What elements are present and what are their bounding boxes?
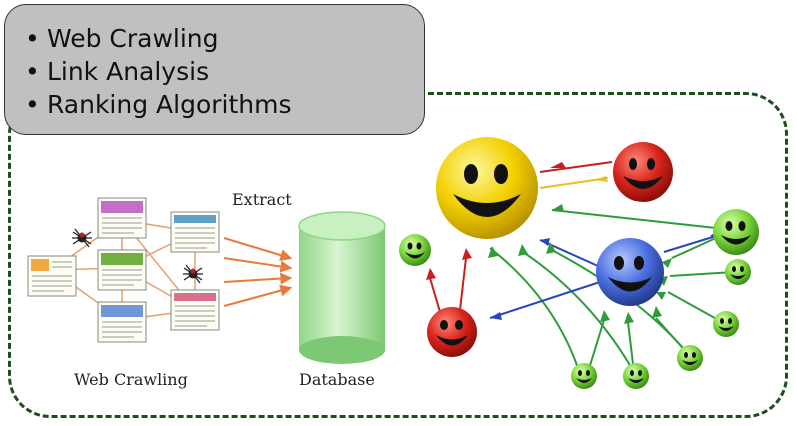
topic-label: Ranking Algorithms [46,90,292,119]
database-icon [298,211,386,364]
red-smiley-icon [427,307,477,357]
topic-label: Web Crawling [46,24,219,53]
web-page [170,289,220,331]
yellow-smiley-icon [436,137,538,239]
blue-smiley-icon [596,238,664,306]
red-smiley-icon [613,142,673,202]
database-label: Database [299,370,375,389]
spider-icon [72,228,92,248]
topic-label: Link Analysis [46,57,210,86]
extract-label: Extract [232,190,292,209]
topic-item: • Link Analysis [25,57,210,86]
topic-list-box: • Web Crawling • Link Analysis • Ranking… [4,4,425,135]
link-analysis-graph [399,137,759,389]
topic-item: • Ranking Algorithms [25,90,292,119]
web-page [97,249,147,291]
green-smiley-icon [725,259,751,285]
topic-list: • Web Crawling • Link Analysis • Ranking… [25,22,424,121]
green-smiley-icon [571,363,597,389]
green-smiley-icon [623,363,649,389]
extract-arrows [223,237,293,307]
green-smiley-icon [399,234,431,266]
topic-item: • Web Crawling [25,24,219,53]
green-smiley-icon [713,209,759,255]
green-smiley-icon [713,311,739,337]
web-page [27,255,77,297]
web-page [97,197,147,239]
web-page [97,301,147,343]
web-crawling-label: Web Crawling [74,370,188,389]
crawl-network [27,197,220,343]
green-smiley-icon [677,345,703,371]
web-page [170,211,220,253]
spider-icon [183,264,203,284]
